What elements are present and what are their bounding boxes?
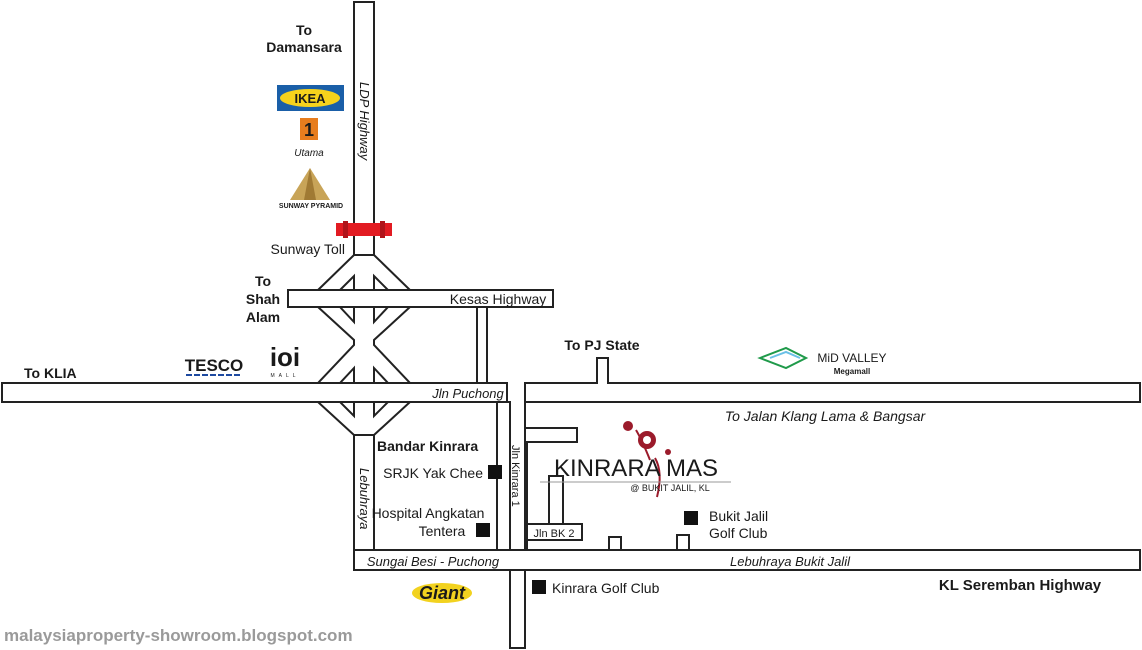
svg-text:Utama: Utama — [294, 148, 324, 159]
svg-text:@ BUKIT JALIL, KL: @ BUKIT JALIL, KL — [630, 483, 710, 493]
jln-puchong-label: Jln Puchong — [431, 386, 504, 401]
hospital-label-2: Tentera — [419, 523, 466, 539]
svg-text:MALL: MALL — [270, 373, 299, 379]
svg-text:MiD VALLEY: MiD VALLEY — [817, 351, 886, 365]
svg-text:Megamall: Megamall — [834, 367, 870, 376]
bukit-jalil-golf-marker — [684, 511, 698, 525]
to-jalan-klang-lama-label: To Jalan Klang Lama & Bangsar — [725, 408, 927, 424]
to-shah-alam-label-2: Shah — [246, 291, 280, 307]
lebuhraya-bukit-jalil-label: Lebuhraya Bukit Jalil — [730, 554, 851, 569]
svg-text:SUNWAY PYRAMID: SUNWAY PYRAMID — [279, 203, 343, 210]
bukit-jalil-golf-label-2: Golf Club — [709, 525, 768, 541]
jln-bk2-label: Jln BK 2 — [534, 528, 575, 540]
to-shah-alam-label: To — [255, 273, 271, 289]
svg-text:1: 1 — [304, 120, 314, 140]
bukit-jalil-golf-label: Bukit Jalil — [709, 508, 768, 524]
sunway-pyramid-logo: SUNWAY PYRAMID — [279, 168, 343, 210]
svg-text:ioi: ioi — [270, 342, 300, 372]
svg-text:TESCO: TESCO — [185, 356, 244, 375]
ioi-mall-logo: ioi MALL — [270, 342, 300, 379]
giant-logo: Giant — [412, 583, 472, 603]
to-damansara-label-2: Damansara — [266, 39, 342, 55]
to-pj-state-label: To PJ State — [564, 337, 639, 353]
kinrara-golf-club-label: Kinrara Golf Club — [552, 580, 660, 596]
one-utama-logo: 1 Utama — [294, 118, 324, 159]
sunway-toll-marker — [336, 221, 392, 238]
to-damansara-label: To — [296, 22, 312, 38]
bandar-kinrara-label: Bandar Kinrara — [377, 438, 478, 454]
kinrara-golf-marker — [532, 580, 546, 594]
mid-valley-logo: MiD VALLEY Megamall — [757, 346, 887, 376]
watermark: malaysiaproperty-showroom.blogspot.com — [4, 626, 353, 645]
hospital-label: Hospital Angkatan — [372, 505, 485, 521]
ldp-highway-label: LDP Highway — [357, 82, 372, 162]
svg-text:Giant: Giant — [419, 583, 466, 603]
hospital-marker — [476, 523, 490, 537]
to-klia-label: To KLIA — [24, 365, 77, 381]
ikea-logo: IKEA — [277, 85, 344, 111]
sunway-toll-label: Sunway Toll — [271, 241, 345, 257]
svg-text:IKEA: IKEA — [294, 91, 326, 106]
srjk-yak-chee-label: SRJK Yak Chee — [383, 465, 483, 481]
svg-text:KINRARA MAS: KINRARA MAS — [554, 455, 718, 482]
srjk-yak-chee-marker — [488, 465, 502, 479]
kinrara-mas-logo: KINRARA MAS @ BUKIT JALIL, KL — [540, 421, 731, 498]
lebuhraya-label: Lebuhraya — [357, 468, 372, 529]
kesas-highway-label: Kesas Highway — [450, 291, 547, 307]
kl-seremban-highway-label: KL Seremban Highway — [939, 577, 1102, 594]
sungai-besi-puchong-label: Sungai Besi - Puchong — [367, 554, 500, 569]
tesco-logo: TESCO — [185, 356, 244, 376]
to-shah-alam-label-3: Alam — [246, 309, 280, 325]
jln-kinrara-1-label: Jln Kinrara 1 — [509, 445, 521, 507]
